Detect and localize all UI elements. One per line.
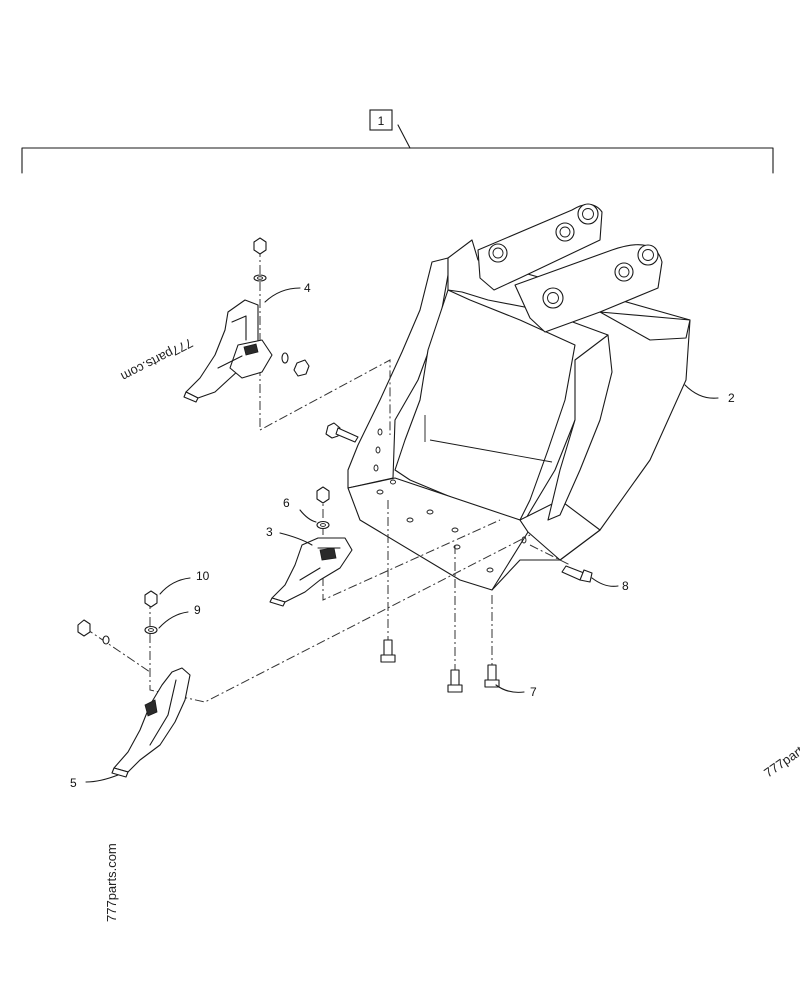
tooth-4-adapter xyxy=(229,339,273,379)
watermark-upside-down: 777parts.com xyxy=(118,335,195,384)
callout-9[interactable]: 9 xyxy=(158,603,201,629)
tooth-5 xyxy=(111,667,191,778)
callout-10-label: 10 xyxy=(196,569,210,583)
callout-9-label: 9 xyxy=(194,603,201,617)
washer-9 xyxy=(144,625,158,635)
bolt-floor-middle xyxy=(447,669,463,693)
callout-3[interactable]: 3 xyxy=(266,525,313,546)
callout-10[interactable]: 10 xyxy=(159,569,210,595)
bolt-8 xyxy=(561,565,593,583)
bolt-5-side xyxy=(77,619,110,645)
callout-6[interactable]: 6 xyxy=(283,496,317,523)
bucket-floor xyxy=(347,477,529,591)
pin-4-side xyxy=(281,352,310,377)
callout-1-label: 1 xyxy=(378,114,385,128)
bolt-floor-left xyxy=(380,639,396,663)
tooth-4 xyxy=(183,299,273,403)
tooth-4-shank xyxy=(185,299,259,399)
bolt-7 xyxy=(484,664,500,688)
callout-3-label: 3 xyxy=(266,525,273,539)
callout-4[interactable]: 4 xyxy=(264,281,311,303)
watermark-right-edge: 777parts. xyxy=(761,737,800,780)
bolt-side-upper xyxy=(325,422,359,443)
tooth-3 xyxy=(269,537,353,607)
nut-6 xyxy=(316,486,330,530)
callout-7[interactable]: 7 xyxy=(495,684,537,699)
callout-1[interactable]: 1 xyxy=(369,109,393,131)
callout-8-label: 8 xyxy=(622,579,629,593)
bucket xyxy=(347,203,691,591)
watermark-vertical: 777parts.com xyxy=(104,843,119,922)
callout-4-label: 4 xyxy=(304,281,311,295)
callout-5[interactable]: 5 xyxy=(70,774,119,790)
assembly-bracket xyxy=(21,124,774,174)
callout-2-label: 2 xyxy=(728,391,735,405)
nut-4-top xyxy=(253,237,267,282)
callout-2[interactable]: 2 xyxy=(684,384,735,405)
bucket-top-plate xyxy=(599,311,691,341)
callout-7-label: 7 xyxy=(530,685,537,699)
tooth-5-body xyxy=(113,667,191,773)
callout-6-label: 6 xyxy=(283,496,290,510)
callout-1-box xyxy=(369,109,393,131)
bucket-right-side xyxy=(547,334,613,521)
callout-8[interactable]: 8 xyxy=(591,577,629,593)
nut-10 xyxy=(144,590,158,608)
callout-5-label: 5 xyxy=(70,776,77,790)
